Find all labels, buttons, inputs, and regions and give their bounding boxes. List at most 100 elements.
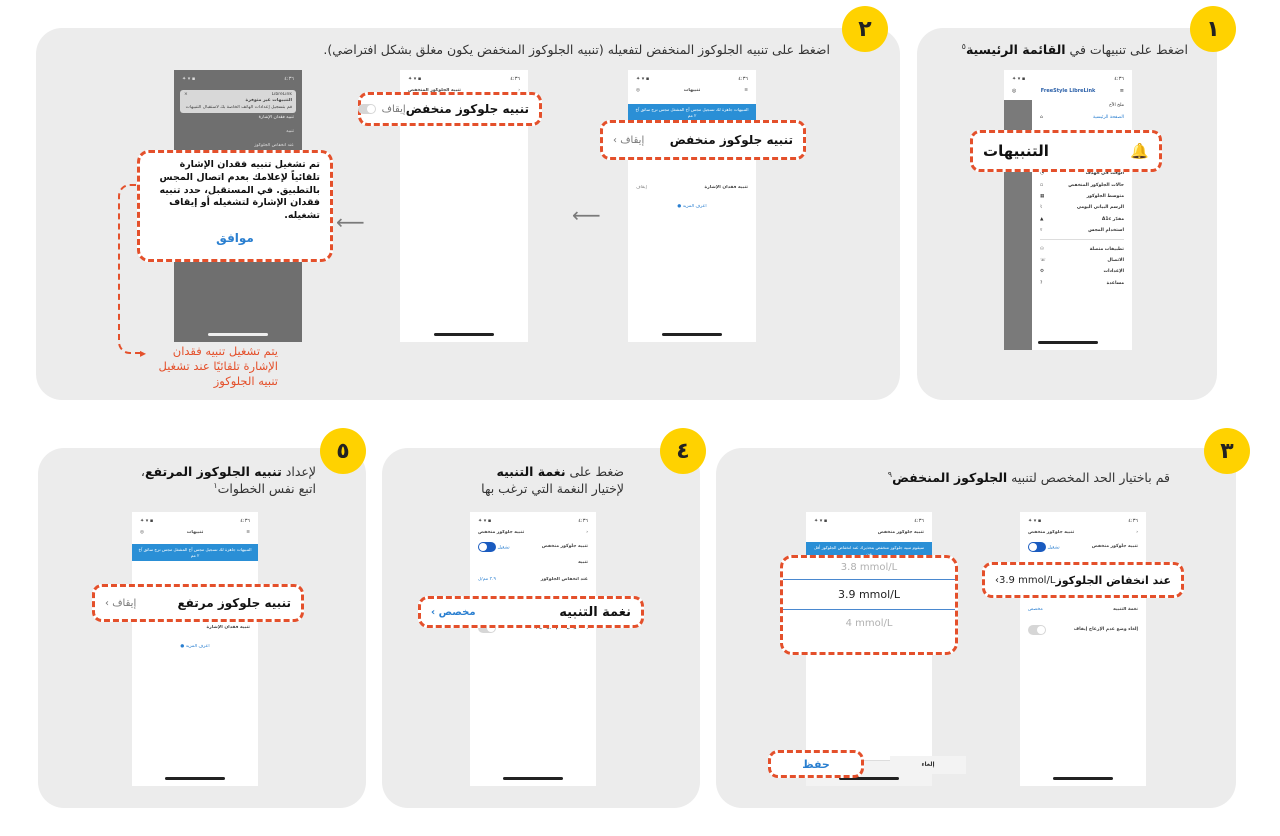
dialog-text: تم تشغيل تنبيه فقدان الإشارة تلقائياً لإ…	[159, 159, 320, 222]
cancel-button[interactable]: إلغاء	[890, 756, 966, 774]
signal-loss-row[interactable]: تنبيه فقدان الإشارة	[206, 625, 251, 631]
a1c-icon: ▲	[1040, 216, 1044, 222]
step1-alarms-callout[interactable]: 🔔 التنبيهات	[970, 130, 1162, 172]
picker-option[interactable]: 3.8 mmol/L	[840, 562, 898, 573]
notice-body: قم بتسجيل إعدادات الهاتف الخاصة بك لاستق…	[185, 104, 292, 110]
menu-item[interactable]: الاتصال☏	[1040, 257, 1124, 263]
help-icon: ?	[1040, 280, 1043, 286]
step5-badge: ٥	[320, 428, 366, 474]
home-indicator	[662, 333, 722, 336]
step5-high-alarm-callout[interactable]: تنبيه جلوكوز مرتفع إيقاف ›	[92, 584, 304, 622]
step2-low-alarm-toggle-callout[interactable]: تنبيه جلوكوز منخفض إيقاف	[357, 92, 542, 126]
menu-item-home[interactable]: الصفحة الرئيسية⌂	[1040, 114, 1124, 120]
contact-icon: ☏	[1040, 257, 1046, 263]
menu-item[interactable]: متوسط الجلوكوز▦	[1040, 194, 1124, 200]
dnd-toggle[interactable]	[1028, 624, 1046, 635]
step1-badge: ١	[1190, 6, 1236, 52]
tone-label: نغمة التنبيه	[559, 604, 631, 620]
home-icon: ⌂	[1040, 114, 1043, 120]
apps-icon: ⚇	[1040, 246, 1045, 252]
menu-item[interactable]: الوقت في الهدف◔	[1040, 171, 1124, 177]
low-alarm-toggle[interactable]	[478, 542, 496, 553]
alarms-label: التنبيهات	[983, 142, 1049, 160]
menu-item[interactable]: الإعدادات⚙	[1040, 269, 1124, 275]
screen-title: تنبيه فقدان الإشارة	[258, 114, 294, 120]
screen-title: تنبيه جلوكوز منخفض	[877, 530, 924, 535]
learn-more-link[interactable]: اعرف المزيد	[185, 643, 210, 649]
low-alarm-row: تنبيه جلوكوز منخفض تشغيل	[1020, 542, 1146, 553]
home-indicator	[839, 777, 899, 780]
home-indicator	[434, 333, 494, 336]
menu-icon[interactable]: ≡	[246, 530, 250, 535]
step5-title: لإعداد تنبيه الجلوكوز المرتفع،اتبع نفس ا…	[140, 464, 316, 497]
menu-item[interactable]: مقدّر A1c▲	[1040, 216, 1124, 222]
save-button[interactable]: حفظ	[802, 757, 830, 771]
tone-value: مخصص	[438, 606, 476, 618]
menu-item[interactable]: مساعدة?	[1040, 280, 1124, 286]
info-icon: ●	[677, 203, 682, 209]
ok-button[interactable]: موافق	[216, 231, 254, 246]
step1-phone: ✦ ▾ ▪٤:٣٦ ◎ FreeStyle LibreLink ≡ ملخ ال…	[1004, 70, 1132, 350]
signal-loss-dialog: تم تشغيل تنبيه فقدان الإشارة تلقائياً لإ…	[137, 150, 333, 262]
share-icon[interactable]: ◎	[636, 88, 640, 93]
picker-option-selected[interactable]: 3.9 mmol/L	[783, 579, 955, 610]
step4-phone: ✦ ▾ ▪٤:٣٦ ‹ تنبيه جلوكوز منخفض تنبيه جلو…	[470, 512, 596, 786]
back-icon[interactable]: ‹	[586, 530, 588, 535]
alarms-banner: التنبيهات جاهزة لك تسجيل مجس آخ المشغل م…	[132, 544, 258, 562]
threshold-picker[interactable]: 3.8 mmol/L 3.9 mmol/L 4 mmol/L	[780, 555, 958, 655]
threshold-label: عند انخفاض الجلوكوز	[1055, 573, 1171, 587]
home-indicator	[1053, 777, 1113, 780]
screen-title: تنبيه الجلوكوز المنخفض	[408, 88, 461, 93]
tone-row[interactable]: نغمة التنبيه مخصص	[1028, 606, 1138, 612]
share-icon[interactable]: ◎	[1012, 88, 1017, 94]
graph-icon: ⌇	[1040, 205, 1043, 211]
learn-more-link[interactable]: اعرف المزيد	[682, 203, 707, 209]
home-indicator	[503, 777, 563, 780]
screen-title: تنبيهات	[683, 88, 701, 93]
avg-icon: ▦	[1040, 194, 1045, 200]
step3-threshold-callout[interactable]: عند انخفاض الجلوكوز ‹3.9 mmol/L	[982, 562, 1184, 598]
app-brand: FreeStyle LibreLink	[1040, 88, 1096, 94]
notice-title: التنبيهات غير متوفرة	[245, 98, 292, 104]
picker-option[interactable]: 4 mmol/L	[845, 618, 893, 629]
menu-item[interactable]: الرسم البياني اليومي⌇	[1040, 205, 1124, 211]
low-alarm-toggle[interactable]	[357, 104, 376, 114]
menu-item[interactable]: حالات الجلوكوز المنخفض▫	[1040, 182, 1124, 188]
step5-phone: ✦ ▾ ▪٤:٣٦ ◎ تنبيهات ≡ التنبيهات جاهزة لك…	[132, 512, 258, 786]
close-icon[interactable]: ×	[184, 92, 188, 97]
threshold-row[interactable]: عند انخفاض الجلوكوز ٣.٩ مم/ل	[478, 576, 588, 582]
step4-tone-callout[interactable]: نغمة التنبيه مخصص ›	[418, 596, 644, 628]
step3-title: قم باختيار الحد المخصص لتنبيه الجلوكوز ا…	[887, 470, 1170, 486]
step4-badge: ٤	[660, 428, 706, 474]
menu-head: ملخ الآخ	[1109, 103, 1124, 109]
low-alarm-toggle[interactable]	[1028, 542, 1046, 553]
connector-line	[118, 184, 142, 354]
step2-phone-alarms: ✦ ▾ ▪٤:٣٦ ◎ تنبيهات ≡ التنبيهات جاهزة لك…	[628, 70, 756, 342]
low-alarm-state: إيقاف	[381, 103, 406, 115]
menu-item[interactable]: تطبيقات متصلة⚇	[1040, 246, 1124, 252]
threshold-banner: سيقوم تنبيه جلوكوز منخفض بتحذيرك عند انخ…	[806, 542, 932, 560]
notification-brand: LibreLink	[271, 92, 292, 97]
step3-save-callout: حفظ	[768, 750, 864, 778]
arrow-left-icon: ⟵	[336, 210, 365, 234]
menu-icon[interactable]: ≡	[1119, 88, 1124, 94]
bell-icon: 🔔	[1130, 142, 1149, 160]
settings-icon: ⚙	[1040, 269, 1045, 275]
step2-low-alarm-callout[interactable]: تنبيه جلوكوز منخفض إيقاف ›	[600, 120, 806, 160]
chevron-left-icon: ›	[431, 606, 436, 618]
back-icon[interactable]: ‹	[518, 88, 520, 93]
section-label: تنبيه	[286, 129, 294, 135]
step2-title: اضغط على تنبيه الجلوكوز المنخفض لتفعيله …	[323, 42, 830, 57]
home-indicator	[1038, 341, 1098, 344]
low-alarm-row: تنبيه جلوكوز منخفض تشغيل	[470, 542, 596, 553]
home-indicator	[208, 333, 268, 336]
menu-icon[interactable]: ≡	[744, 88, 748, 93]
step2-badge: ٢	[842, 6, 888, 52]
back-icon[interactable]: ‹	[1136, 530, 1138, 535]
alarms-banner: التنبيهات جاهزة لك تسجيل مجس آخ المشغل م…	[628, 104, 756, 122]
chevron-left-icon: ›	[105, 597, 109, 609]
share-icon[interactable]: ◎	[140, 530, 144, 535]
menu-item[interactable]: استخدام المجس▿	[1040, 228, 1124, 234]
